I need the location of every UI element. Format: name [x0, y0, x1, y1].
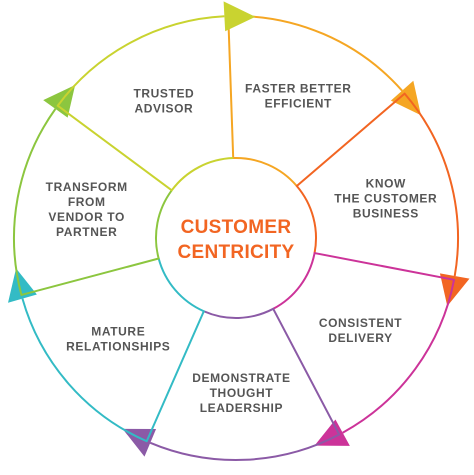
segment-label-trusted-advisor-line-2: ADVISOR: [134, 101, 193, 115]
segment-label-mature-relationships-line-2: RELATIONSHIPS: [66, 339, 170, 353]
segment-outline-consistent-delivery: [272, 252, 456, 434]
center-title-line-1: CUSTOMER: [181, 217, 292, 238]
segment-label-transform-from-vendor-to-partner-line-4: PARTNER: [56, 225, 117, 239]
segment-label-faster-better-efficient-line-1: FASTER BETTER: [245, 82, 351, 96]
arrowhead-demonstrate-thought-leadership: [122, 428, 157, 457]
segment-outline-trusted-advisor: [56, 15, 234, 192]
segment-label-consistent-delivery-line-1: CONSISTENT: [319, 316, 402, 330]
segment-label-trusted-advisor-line-1: TRUSTED: [133, 86, 194, 100]
segment-outline-know-the-customer-business: [295, 92, 459, 277]
segment-label-mature-relationships-line-1: MATURE: [91, 324, 145, 338]
center-title-line-2: CENTRICITY: [178, 242, 295, 263]
center-hub: CUSTOMER CENTRICITY: [178, 217, 295, 263]
arrowhead-mature-relationships: [8, 268, 37, 303]
segment-outline-transform-from-vendor-to-partner: [13, 108, 173, 296]
segment-label-know-the-customer-business-line-1: KNOW: [366, 176, 406, 190]
segment-label-transform-from-vendor-to-partner-line-1: TRANSFORM: [46, 180, 128, 194]
segment-label-know-the-customer-business-line-2: THE CUSTOMER: [334, 191, 437, 205]
segment-label-demonstrate-thought-leadership-line-2: THOUGHT: [210, 386, 274, 400]
segment-label-faster-better-efficient-line-2: EFFICIENT: [265, 97, 332, 111]
arrowhead-faster-better-efficient: [390, 80, 421, 116]
segment-group: [8, 1, 470, 461]
segment-label-demonstrate-thought-leadership-line-3: LEADERSHIP: [200, 401, 283, 415]
segment-outline-demonstrate-thought-leadership: [149, 307, 341, 461]
arrowhead-trusted-advisor: [223, 1, 256, 32]
segment-label-know-the-customer-business-line-3: BUSINESS: [353, 206, 419, 220]
segment-outline-mature-relationships: [21, 258, 205, 443]
arrowhead-consistent-delivery: [314, 419, 350, 446]
segment-label-transform-from-vendor-to-partner-line-2: FROM: [68, 195, 106, 209]
segment-label-transform-from-vendor-to-partner-line-3: VENDOR TO: [48, 210, 125, 224]
segment-label-demonstrate-thought-leadership-line-1: DEMONSTRATE: [192, 371, 290, 385]
arrowhead-know-the-customer-business: [439, 273, 470, 307]
segment-label-consistent-delivery-line-2: DELIVERY: [328, 331, 392, 345]
